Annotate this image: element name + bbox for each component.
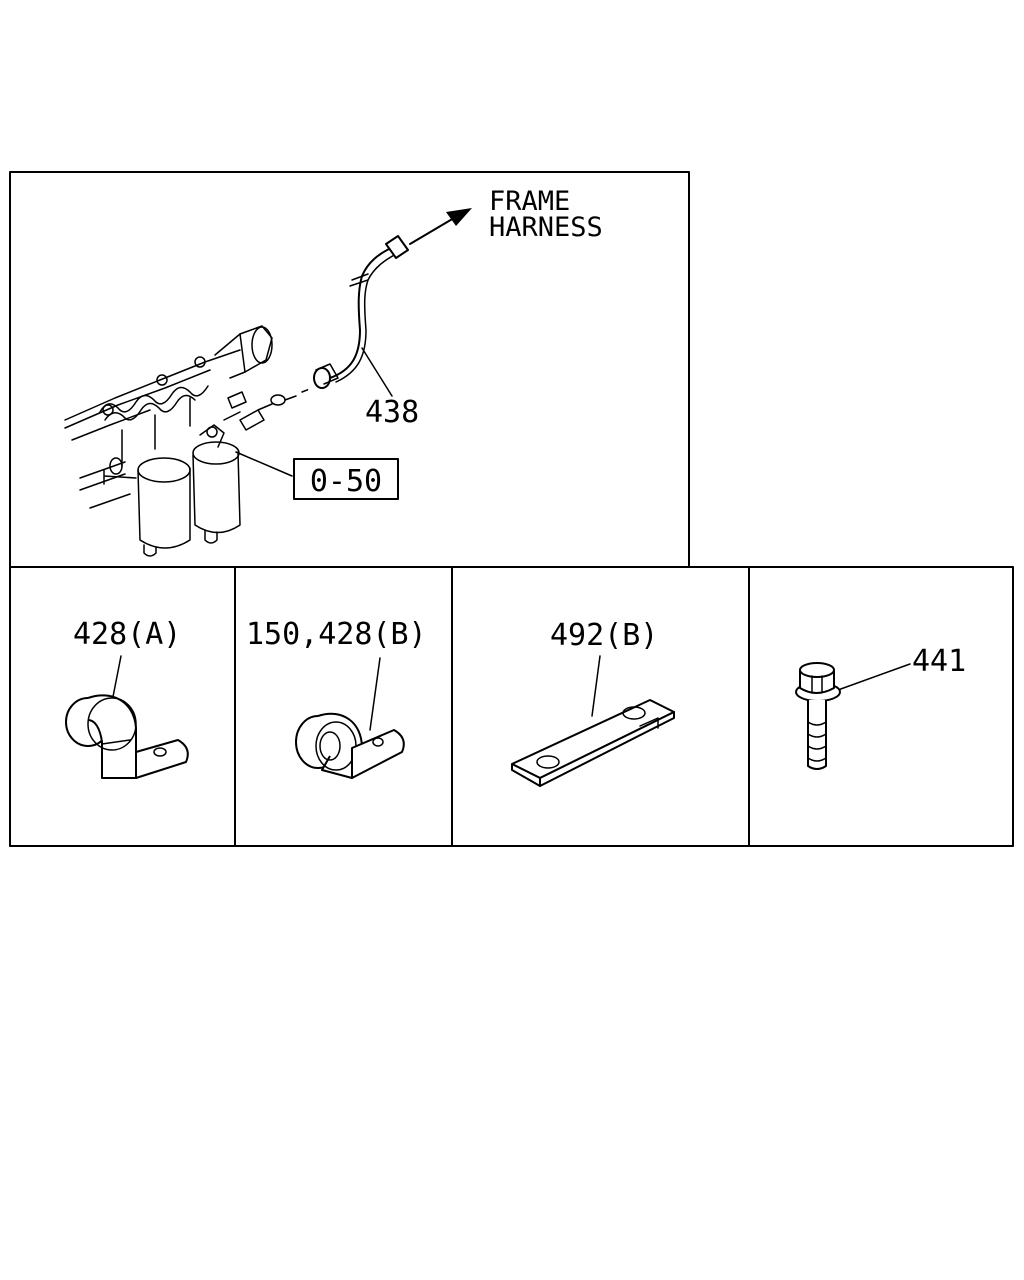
part-number-438: 438	[365, 395, 419, 430]
engine-block-illustration	[64, 325, 273, 509]
filter-reference-box	[293, 458, 399, 500]
leader-438	[361, 347, 393, 397]
plate-492b-illustration	[511, 699, 675, 787]
frame-harness-arrow	[409, 208, 472, 245]
frame-harness-label-line1: FRAME	[489, 186, 570, 217]
sensor-connector	[239, 387, 313, 431]
part-label-441: 441	[912, 644, 966, 679]
frame-harness-label-line2: HARNESS	[489, 212, 603, 243]
leader-441	[837, 663, 911, 691]
leader-150-428b	[369, 657, 381, 731]
bolt-441-illustration	[795, 662, 841, 770]
clip-428a-illustration	[65, 694, 189, 779]
leader-0-50	[235, 451, 293, 477]
fuel-filter-left	[103, 457, 191, 557]
part-label-150-428b: 150,428(B)	[246, 617, 427, 652]
clip-428b-illustration	[295, 712, 405, 779]
parts-row-frame	[9, 566, 1014, 847]
wire-harness-438	[313, 235, 409, 389]
part-label-492b: 492(B)	[550, 618, 658, 653]
filter-reference-label: 0-50	[310, 464, 382, 499]
fuel-filter-right	[192, 411, 241, 544]
part-label-428a: 428(A)	[73, 617, 181, 652]
leader-492b	[591, 655, 601, 717]
